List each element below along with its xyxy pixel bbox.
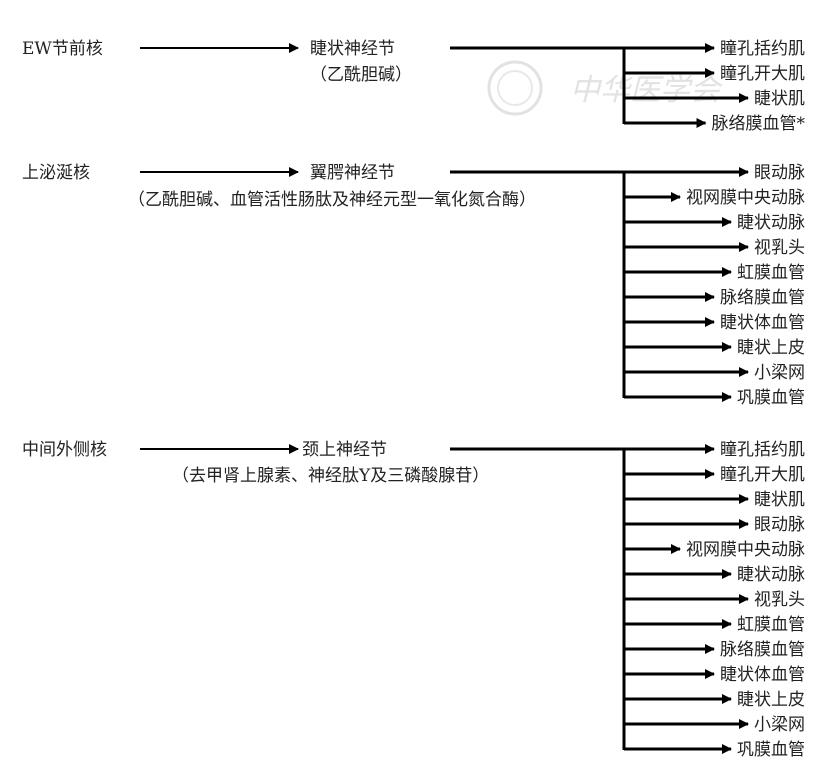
nucleus-label: 中间外侧核 bbox=[22, 440, 107, 460]
watermark-seal-icon bbox=[487, 60, 543, 116]
target-label: 睫状动脉 bbox=[737, 213, 805, 233]
target-label: 虹膜血管 bbox=[737, 263, 805, 283]
target-label: 视网膜中央动脉 bbox=[686, 540, 805, 560]
target-label: 巩膜血管 bbox=[737, 740, 805, 760]
target-label: 小梁网 bbox=[754, 363, 805, 383]
target-label: 睫状动脉 bbox=[737, 565, 805, 585]
transmitter-label: （乙酰胆碱、血管活性肠肽及神经元型一氧化氮合酶） bbox=[128, 190, 536, 210]
nucleus-label: EW节前核 bbox=[22, 39, 103, 59]
watermark-text: 中华医学会 bbox=[570, 73, 723, 108]
target-label: 睫状上皮 bbox=[737, 338, 805, 358]
target-label: 巩膜血管 bbox=[737, 388, 805, 408]
target-label: 瞳孔括约肌 bbox=[720, 440, 805, 460]
ganglion-label: 睫状神经节 bbox=[310, 39, 395, 59]
target-label: 睫状上皮 bbox=[737, 690, 805, 710]
nucleus-label: 上泌涎核 bbox=[22, 163, 90, 183]
target-label: 视乳头 bbox=[754, 590, 805, 610]
target-label: 虹膜血管 bbox=[737, 615, 805, 635]
target-label: 睫状体血管 bbox=[720, 313, 805, 333]
watermark bbox=[487, 60, 543, 116]
transmitter-label: （乙酰胆碱） bbox=[310, 65, 412, 85]
target-label: 睫状肌 bbox=[754, 490, 805, 510]
target-label: 脉络膜血管* bbox=[712, 114, 806, 134]
target-label: 瞳孔开大肌 bbox=[720, 465, 805, 485]
target-label: 瞳孔开大肌 bbox=[720, 64, 805, 84]
ganglion-label: 颈上神经节 bbox=[302, 440, 387, 460]
transmitter-label: （去甲肾上腺素、神经肽Y及三磷酸腺苷） bbox=[172, 466, 489, 486]
target-label: 脉络膜血管 bbox=[720, 640, 805, 660]
target-label: 小梁网 bbox=[754, 715, 805, 735]
target-label: 睫状体血管 bbox=[720, 665, 805, 685]
target-label: 眼动脉 bbox=[754, 515, 805, 535]
target-label: 视乳头 bbox=[754, 238, 805, 258]
target-label: 瞳孔括约肌 bbox=[720, 39, 805, 59]
target-label: 视网膜中央动脉 bbox=[686, 188, 805, 208]
ganglion-label: 翼腭神经节 bbox=[310, 163, 395, 183]
target-label: 脉络膜血管 bbox=[720, 288, 805, 308]
target-label: 睫状肌 bbox=[754, 89, 805, 109]
target-label: 眼动脉 bbox=[754, 163, 805, 183]
